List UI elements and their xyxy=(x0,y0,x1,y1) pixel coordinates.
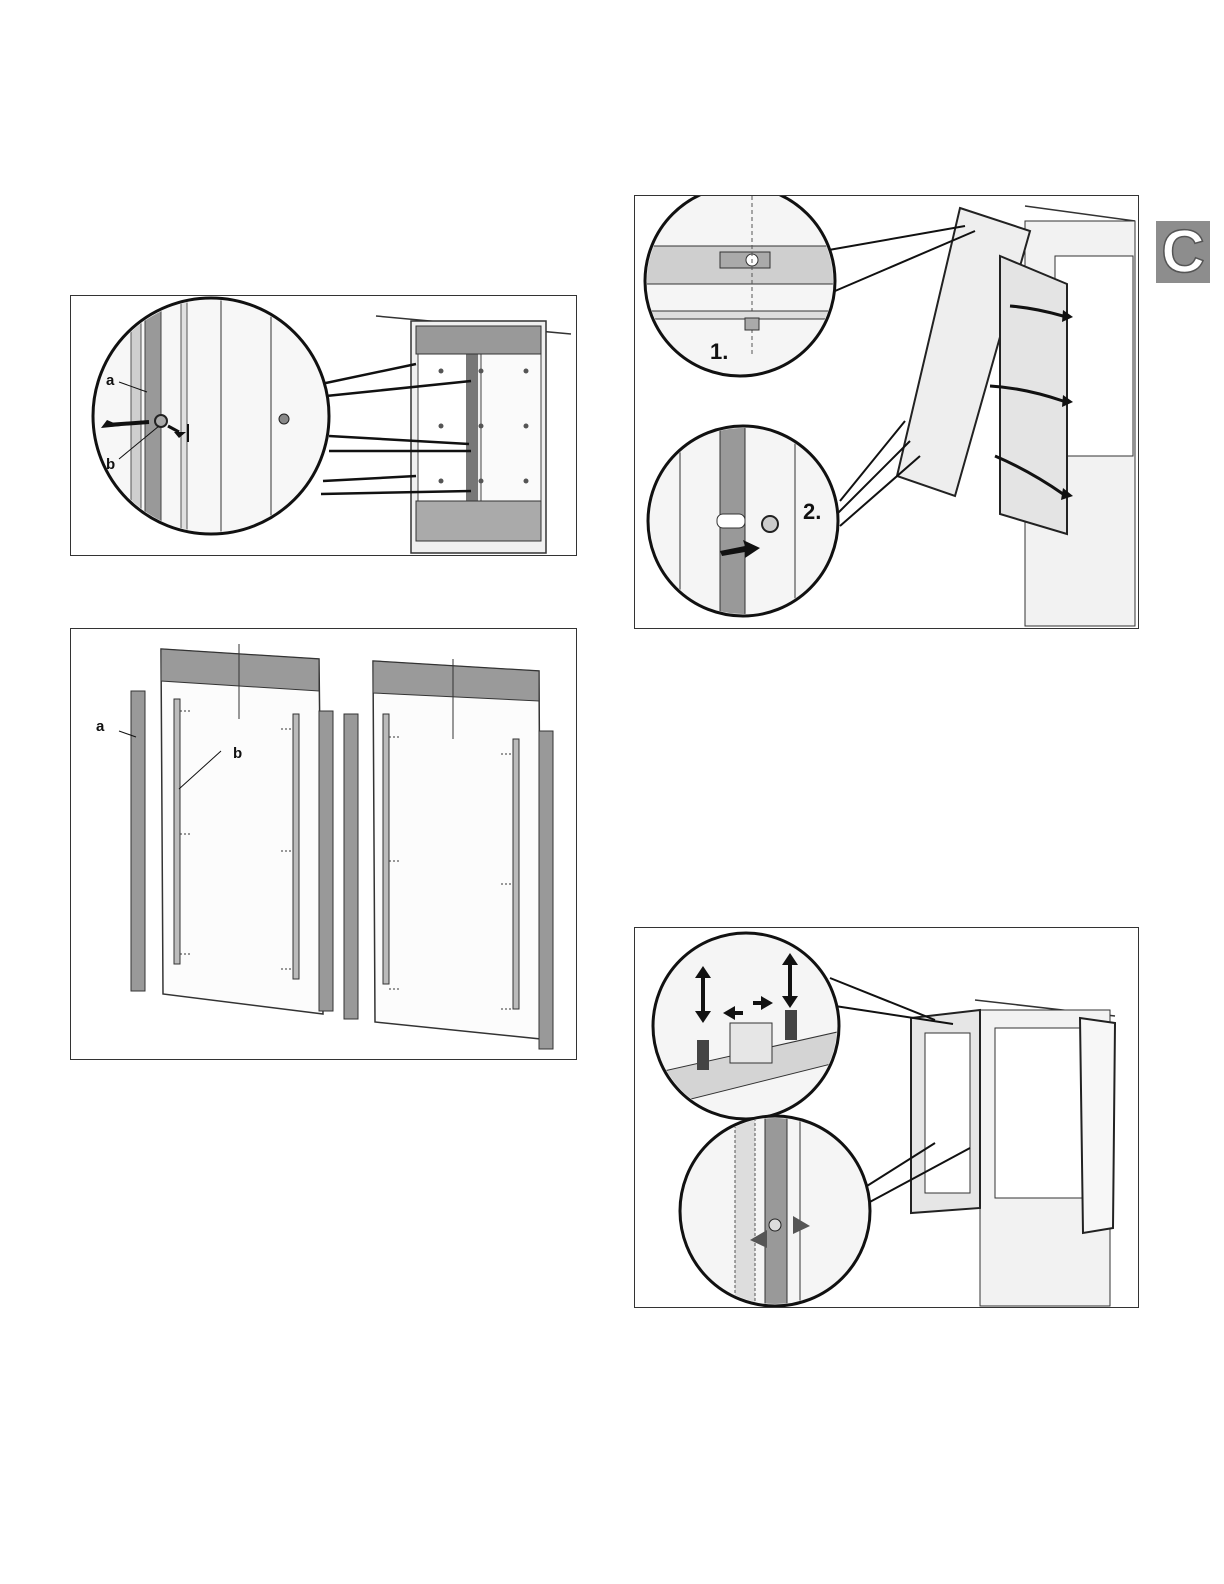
label-b: b xyxy=(233,745,242,762)
step-1-label: 1. xyxy=(710,339,728,364)
step-2-label: 2. xyxy=(803,499,821,524)
figure-1-illustration: a b xyxy=(71,296,576,555)
figure-door-attach-steps: 1. 2. xyxy=(634,195,1139,629)
figure-2-illustration: a b xyxy=(71,629,576,1059)
label-a: a xyxy=(96,718,105,735)
figure-4-illustration xyxy=(635,928,1138,1307)
section-tab-letter: C xyxy=(1161,222,1204,282)
label-b: b xyxy=(106,456,115,473)
figure-door-adjustment xyxy=(634,927,1139,1308)
figure-rail-screw-detail: a b xyxy=(70,295,577,556)
figure-door-panels-rails: a b xyxy=(70,628,577,1060)
figure-3-illustration: 1. 2. xyxy=(635,196,1138,628)
label-a: a xyxy=(106,372,115,389)
section-tab: C xyxy=(1156,221,1210,283)
